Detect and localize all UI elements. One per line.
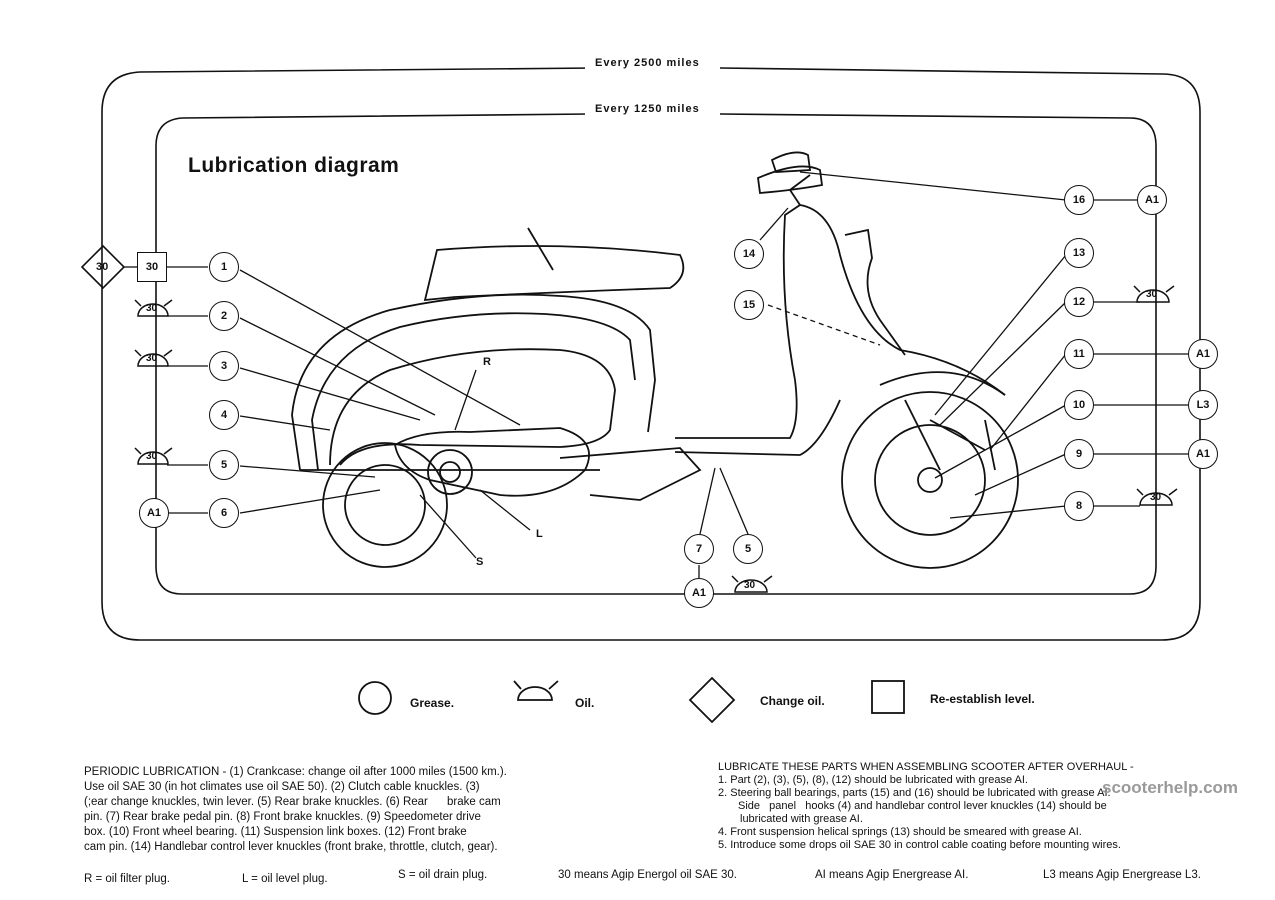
callout-10: 10 [1064,390,1094,420]
oil-can-label: 30 [1150,492,1162,503]
change-oil-diamond-marker [80,244,126,290]
grease-a1-marker: A1 [1188,439,1218,469]
callout-14: 16 [1064,185,1094,215]
callout-7: 7 [684,534,714,564]
watermark: scooterhelp.com [1102,778,1239,797]
footnote-l: L = oil level plug. [242,873,328,885]
oil-can-label: 30 [146,451,158,462]
grease-a1-marker: A1 [1137,185,1167,215]
diagram-title: Lubrication diagram [188,154,400,177]
footnote-r: R = oil filter plug. [84,873,170,885]
assembly-item: 1. Part (2), (3), (5), (8), (12) should … [718,774,1028,786]
legend-grease-symbol [358,681,392,715]
callout-1: 1 [209,252,239,282]
callout-2: 2 [209,301,239,331]
footnote-oil: 30 means Agip Energol oil SAE 30. [558,869,738,881]
legend-reestablish-label: Re-establish level. [930,692,1035,706]
assembly-item: 2. Steering ball bearings, parts (15) an… [718,787,1111,799]
callout-12: 12 [1064,287,1094,317]
oil-can-label: 30 [1146,289,1158,300]
letter-l-oil-level: L [536,528,543,540]
footnote-grease: AI means Agip Energrease AI. [815,869,969,881]
change-oil-diamond-label: 30 [96,261,109,273]
legend-oil-symbol [513,680,559,701]
reestablish-level-square: 30 [137,252,167,282]
grease-a1-marker: A1 [684,578,714,608]
callout-11: 11 [1064,339,1094,369]
legend-symbols [358,676,905,724]
assembly-item: Side panel hooks (4) and handlebar contr… [738,800,1107,812]
interval-outer-label: Every 2500 miles [585,57,710,69]
callout-16: 15 [734,290,764,320]
callout-3: 3 [209,351,239,381]
assembly-item: lubricated with grease AI. [740,813,863,825]
letter-r-oil-filter: R [483,356,491,368]
grease-a1-marker: A1 [1188,339,1218,369]
callout-5-lower: 5 [733,534,763,564]
assembly-heading: LUBRICATE THESE PARTS WHEN ASSEMBLING SC… [718,761,1134,773]
legend-reestablish-symbol [871,680,905,714]
oil-can-label: 30 [146,353,158,364]
inner-interval-frame [155,113,1157,595]
legend-change-oil-label: Change oil. [760,694,825,708]
oil-can-markers [134,285,1178,593]
periodic-line: PERIODIC LUBRICATION - (1) Crankcase: ch… [84,766,507,778]
callout-6: 6 [209,498,239,528]
footnote-l3: L3 means Agip Energrease L3. [1043,869,1201,881]
legend-grease-label: Grease. [410,696,455,710]
assembly-item: 5. Introduce some drops oil SAE 30 in co… [718,839,1121,851]
periodic-line: Use oil SAE 30 (in hot climates use oil … [84,781,480,793]
callout-5: 5 [209,450,239,480]
callout-9: 9 [1064,439,1094,469]
periodic-line: box. (10) Front wheel bearing. (11) Susp… [84,826,467,838]
callout-8: 8 [1064,491,1094,521]
periodic-line: cam pin. (14) Handlebar control lever kn… [84,841,498,853]
letter-s-oil-drain: S [476,556,484,568]
periodic-line: (;ear change knuckles, twin lever. (5) R… [84,796,501,808]
grease-l3-marker: L3 [1188,390,1218,420]
leader-lines [124,171,1188,578]
callout-4: 4 [209,400,239,430]
legend-oil-label: Oil. [575,696,595,710]
legend-change-oil-symbol [688,676,736,724]
scooter-outline [291,151,1019,569]
periodic-line: pin. (7) Rear brake pedal pin. (8) Front… [84,811,481,823]
grease-a1-marker: A1 [139,498,169,528]
interval-inner-label: Every 1250 miles [585,103,710,115]
footnote-s: S = oil drain plug. [398,869,488,881]
assembly-item: 4. Front suspension helical springs (13)… [718,826,1082,838]
oil-can-label: 30 [744,580,756,591]
outer-interval-frame [101,67,1201,641]
callout-15: 14 [734,239,764,269]
callout-13: 13 [1064,238,1094,268]
oil-can-label: 30 [146,303,158,314]
